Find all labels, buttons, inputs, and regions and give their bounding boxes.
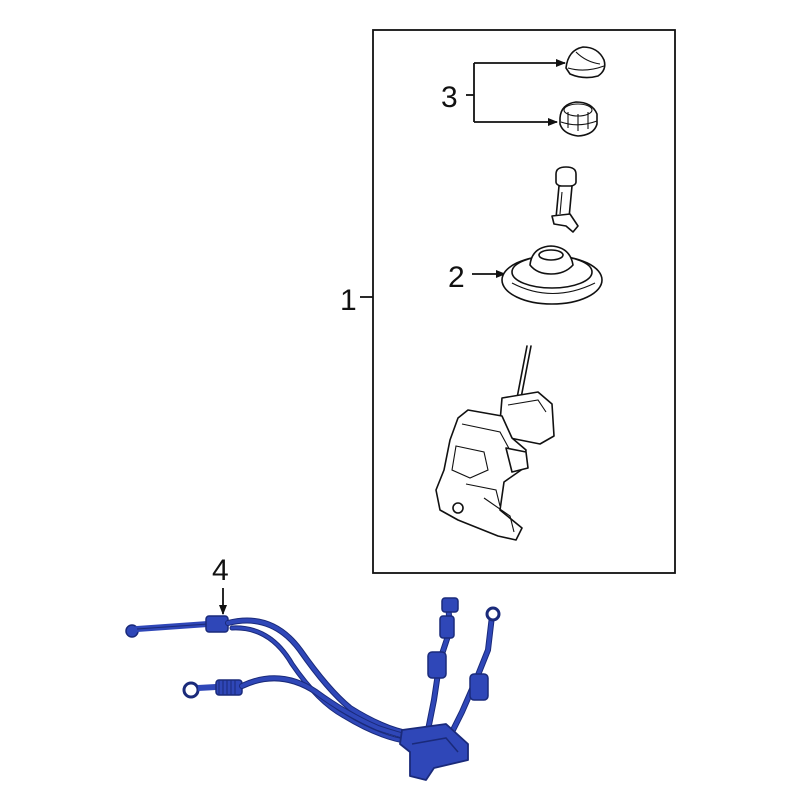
callout-2: 2 (448, 261, 465, 294)
assembly-frame (372, 29, 676, 574)
knob-cap-lower (559, 101, 598, 137)
callout-4: 4 (212, 554, 229, 587)
callout-1: 1 (340, 284, 357, 317)
shift-lever-shaft (551, 166, 579, 233)
shift-cable-assembly (125, 597, 501, 781)
knob-cap-upper (565, 46, 606, 79)
shifter-base-assembly (435, 345, 555, 541)
callout-3: 3 (441, 81, 458, 114)
leader-3 (466, 59, 566, 126)
boot-ring (501, 245, 603, 305)
